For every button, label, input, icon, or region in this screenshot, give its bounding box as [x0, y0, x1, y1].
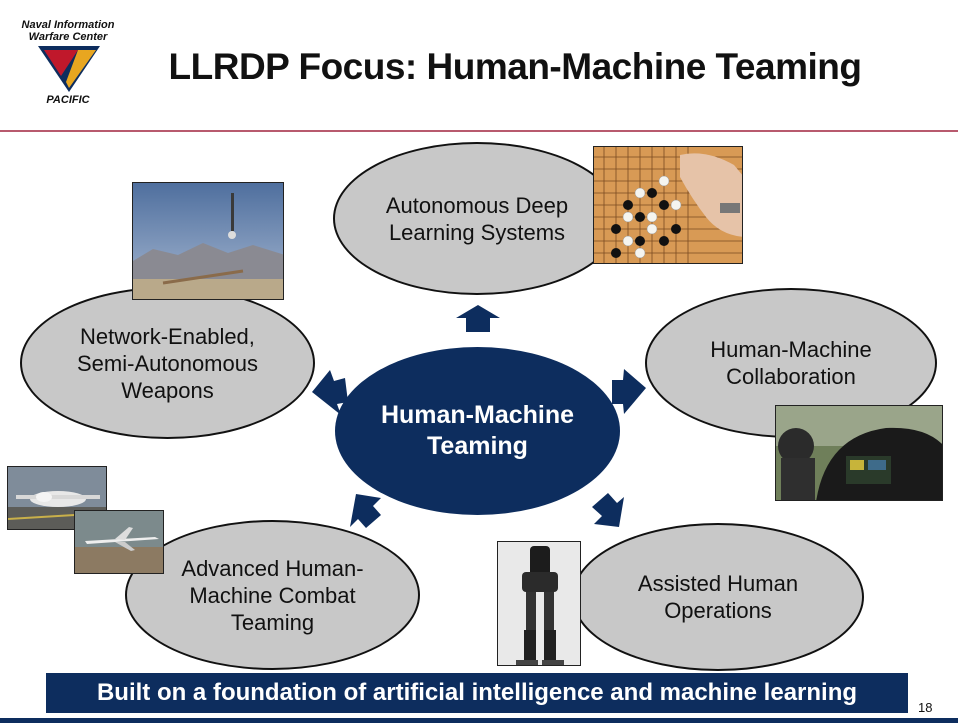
node-left-line3: Weapons: [121, 377, 214, 403]
node-top-line1: Autonomous Deep: [385, 192, 569, 218]
navwar-logo: Naval Information Warfare Center PACIFIC: [8, 16, 128, 116]
arrow-down-right: [592, 493, 624, 527]
center-line1: Human-Machine: [380, 401, 575, 429]
page-number: 18: [918, 700, 933, 715]
node-right-line2: Collaboration: [726, 364, 856, 389]
node-bottom-left-line2: Machine Combat: [189, 582, 356, 608]
footer-bar: [0, 718, 958, 723]
missile-test-photo: [132, 182, 284, 300]
go-board-photo: [593, 146, 743, 264]
arrow-left: [312, 370, 348, 415]
node-top-line2: Learning Systems: [388, 219, 566, 245]
node-right-line1: Human-Machine: [710, 337, 872, 362]
foundation-banner: Built on a foundation of artificial inte…: [46, 673, 908, 713]
cockpit-simulator-photo: [775, 405, 943, 501]
airliner-photo: [74, 510, 164, 574]
logo-chevron-icon: [38, 46, 100, 92]
node-bottom-right-line2: Operations: [664, 598, 772, 623]
logo-org-line1: Naval Information: [21, 19, 115, 31]
arrow-down-left: [350, 494, 381, 528]
title-divider: [0, 130, 958, 132]
center-line2: Teaming: [427, 432, 528, 460]
node-bottom-left-line1: Advanced Human-: [181, 555, 364, 581]
node-bottom-left-line3: Teaming: [230, 609, 315, 635]
slide-title: LLRDP Focus: Human-Machine Teaming: [168, 46, 862, 87]
node-left-line2: Semi-Autonomous: [77, 350, 258, 376]
node-bottom-right-line1: Assisted Human: [637, 571, 799, 596]
arrow-up: [456, 305, 500, 332]
arrow-right: [612, 369, 646, 414]
logo-pacific: PACIFIC: [46, 94, 90, 106]
node-left-line1: Network-Enabled,: [80, 323, 255, 349]
logo-org-line2: Warfare Center: [28, 31, 108, 43]
exoskeleton-photo: [497, 541, 581, 666]
